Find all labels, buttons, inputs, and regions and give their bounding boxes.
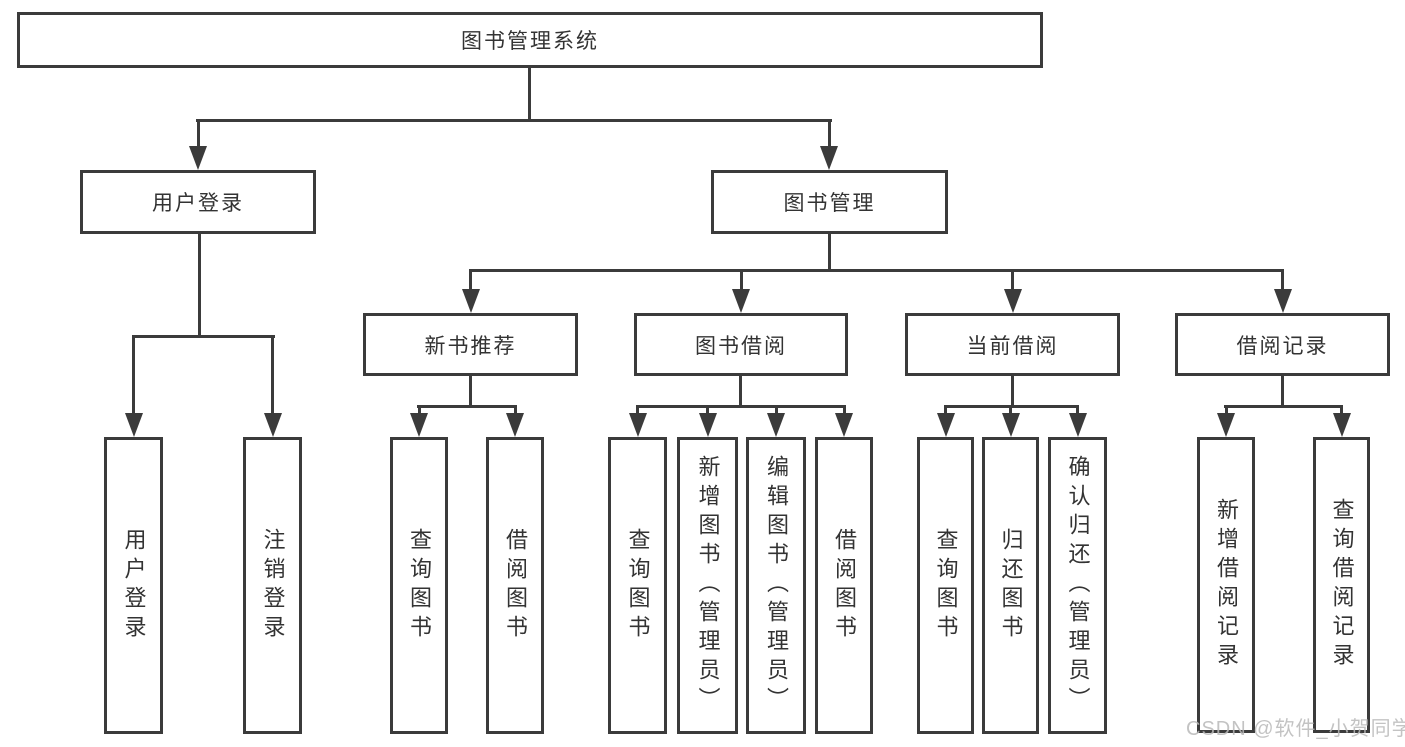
- node-user-login-label: 用户登录: [152, 192, 244, 215]
- connector-line: [469, 269, 1284, 272]
- node-leaf-user-login: 用户登录: [104, 437, 163, 734]
- connector-line: [706, 407, 709, 414]
- node-new-book-recommendation: 新书推荐: [363, 313, 578, 376]
- arrow-down-icon: [1217, 413, 1235, 437]
- arrow-down-icon: [1004, 289, 1022, 313]
- connector-line: [739, 376, 742, 408]
- connector-line: [469, 271, 472, 290]
- connector-line: [775, 407, 778, 414]
- connector-line: [1281, 376, 1284, 408]
- arrow-down-icon: [732, 289, 750, 313]
- connector-line: [271, 337, 274, 413]
- leaf-label: 借阅图书: [832, 527, 857, 644]
- arrow-down-icon: [1069, 413, 1087, 437]
- connector-line: [514, 407, 517, 414]
- connector-line: [944, 405, 1079, 408]
- csdn-watermark: CSDN @软件_小贺同学: [1186, 718, 1405, 740]
- node-leaf-add-books-admin: 新增图书（管理员）: [677, 437, 738, 734]
- node-leaf-query-books-recommend: 查询图书: [390, 437, 448, 734]
- arrow-down-icon: [264, 413, 282, 437]
- node-book-borrowing-label: 图书借阅: [695, 334, 787, 358]
- node-leaf-query-books-borrowing: 查询图书: [608, 437, 667, 734]
- connector-line: [828, 121, 831, 147]
- node-leaf-query-books-current: 查询图书: [917, 437, 974, 734]
- connector-line: [636, 407, 639, 414]
- leaf-label: 确认归还（管理员）: [1065, 455, 1091, 716]
- arrow-down-icon: [937, 413, 955, 437]
- node-user-login: 用户登录: [80, 170, 316, 234]
- leaf-label: 新增借阅记录: [1214, 498, 1239, 672]
- leaf-label: 查询图书: [407, 527, 432, 644]
- connector-line: [528, 67, 531, 121]
- node-leaf-borrow-books-recommend: 借阅图书: [486, 437, 544, 734]
- node-current-borrowing-label: 当前借阅: [966, 334, 1059, 358]
- connector-line: [418, 407, 421, 414]
- node-leaf-borrow-books: 借阅图书: [815, 437, 873, 734]
- node-leaf-return-books: 归还图书: [982, 437, 1039, 734]
- node-leaf-edit-books-admin: 编辑图书（管理员）: [746, 437, 806, 734]
- arrow-down-icon: [835, 413, 853, 437]
- connector-line: [469, 376, 472, 408]
- node-new-book-recommendation-label: 新书推荐: [424, 334, 517, 358]
- connector-line: [636, 405, 846, 408]
- node-root-label: 图书管理系统: [461, 30, 599, 53]
- connector-line: [1224, 405, 1343, 408]
- connector-line: [1011, 376, 1014, 408]
- node-leaf-add-borrow-record: 新增借阅记录: [1197, 437, 1255, 733]
- leaf-label: 用户登录: [121, 527, 147, 644]
- connector-line: [198, 234, 201, 335]
- node-borrowing-records: 借阅记录: [1175, 313, 1390, 376]
- node-current-borrowing: 当前借阅: [905, 313, 1120, 376]
- leaf-label: 新增图书（管理员）: [695, 455, 721, 716]
- node-leaf-query-borrow-record: 查询借阅记录: [1313, 437, 1370, 733]
- node-leaf-logout: 注销登录: [243, 437, 302, 734]
- arrow-down-icon: [767, 413, 785, 437]
- arrow-down-icon: [125, 413, 143, 437]
- connector-line: [196, 119, 832, 122]
- node-root: 图书管理系统: [17, 12, 1043, 68]
- arrow-down-icon: [820, 146, 838, 170]
- node-borrowing-records-label: 借阅记录: [1236, 334, 1329, 358]
- connector-line: [740, 271, 743, 290]
- connector-line: [1076, 407, 1079, 414]
- connector-line: [1009, 407, 1012, 414]
- connector-line: [132, 335, 275, 338]
- connector-line: [132, 337, 135, 413]
- connector-line: [197, 121, 200, 147]
- arrow-down-icon: [462, 289, 480, 313]
- leaf-label: 查询图书: [933, 527, 959, 644]
- connector-line: [1281, 271, 1284, 290]
- connector-line: [944, 407, 947, 414]
- connector-line: [828, 234, 831, 272]
- arrow-down-icon: [506, 413, 524, 437]
- arrow-down-icon: [629, 413, 647, 437]
- arrow-down-icon: [189, 146, 207, 170]
- arrow-down-icon: [410, 413, 428, 437]
- leaf-label: 查询图书: [625, 527, 651, 644]
- arrow-down-icon: [699, 413, 717, 437]
- connector-line: [417, 405, 517, 408]
- node-leaf-confirm-return-admin: 确认归还（管理员）: [1048, 437, 1107, 734]
- connector-line: [1225, 407, 1228, 414]
- connector-line: [1340, 407, 1343, 414]
- leaf-label: 编辑图书（管理员）: [764, 455, 789, 716]
- arrow-down-icon: [1002, 413, 1020, 437]
- node-book-borrowing: 图书借阅: [634, 313, 848, 376]
- node-book-management-label: 图书管理: [783, 192, 876, 215]
- arrow-down-icon: [1333, 413, 1351, 437]
- arrow-down-icon: [1274, 289, 1292, 313]
- connector-line: [1011, 271, 1014, 290]
- leaf-label: 借阅图书: [503, 527, 528, 644]
- leaf-label: 注销登录: [260, 527, 286, 644]
- leaf-label: 查询借阅记录: [1329, 498, 1355, 672]
- leaf-label: 归还图书: [998, 527, 1024, 644]
- connector-line: [843, 407, 846, 414]
- node-book-management: 图书管理: [711, 170, 948, 234]
